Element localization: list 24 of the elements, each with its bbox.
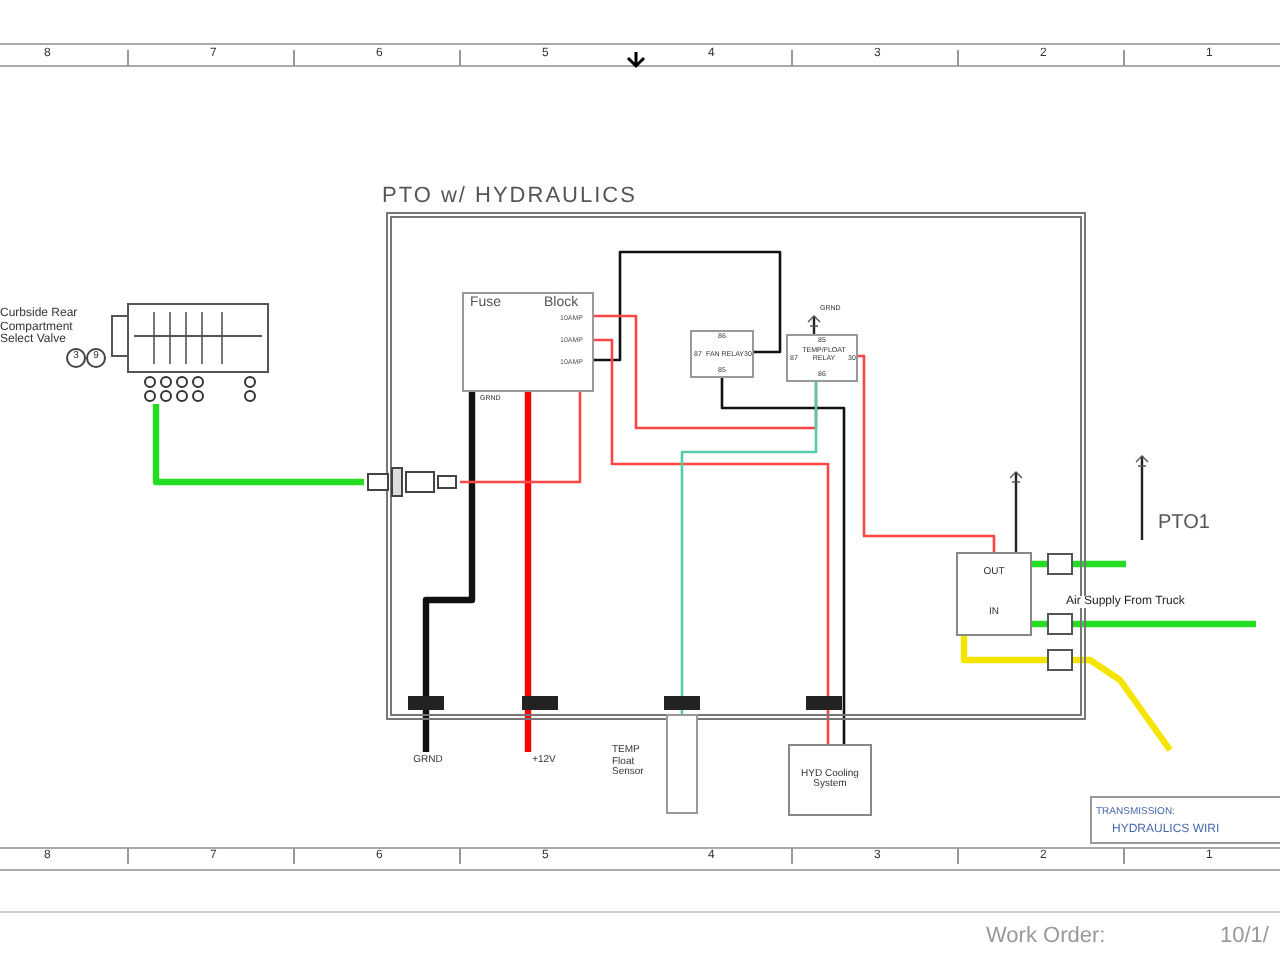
temp-float-relay <box>786 334 858 382</box>
fan-relay <box>690 330 754 378</box>
node-label: PTO1 <box>1158 512 1210 534</box>
solenoid-valve <box>956 552 1032 636</box>
hose-line <box>960 636 1173 752</box>
wire <box>594 338 830 744</box>
hose-line <box>1032 620 1256 628</box>
bulkhead-connector-drawing <box>364 466 460 498</box>
wire <box>460 392 582 484</box>
sensor-box <box>666 714 698 814</box>
title-block-text: 10/1/ <box>1220 924 1269 949</box>
wire <box>680 382 818 714</box>
selector-valve-drawing <box>110 300 274 404</box>
cooling-system-box <box>788 744 872 816</box>
title-block-text: Work Order: <box>986 924 1106 949</box>
wire <box>720 378 846 744</box>
hose-line <box>1032 560 1126 568</box>
wire <box>594 250 782 362</box>
hose-line <box>524 392 532 752</box>
wire <box>858 354 996 552</box>
hose-line <box>422 392 476 752</box>
hose-line <box>152 404 364 486</box>
node-label: PTO w/ HYDRAULICS <box>382 184 637 209</box>
fuse-block <box>462 292 594 392</box>
